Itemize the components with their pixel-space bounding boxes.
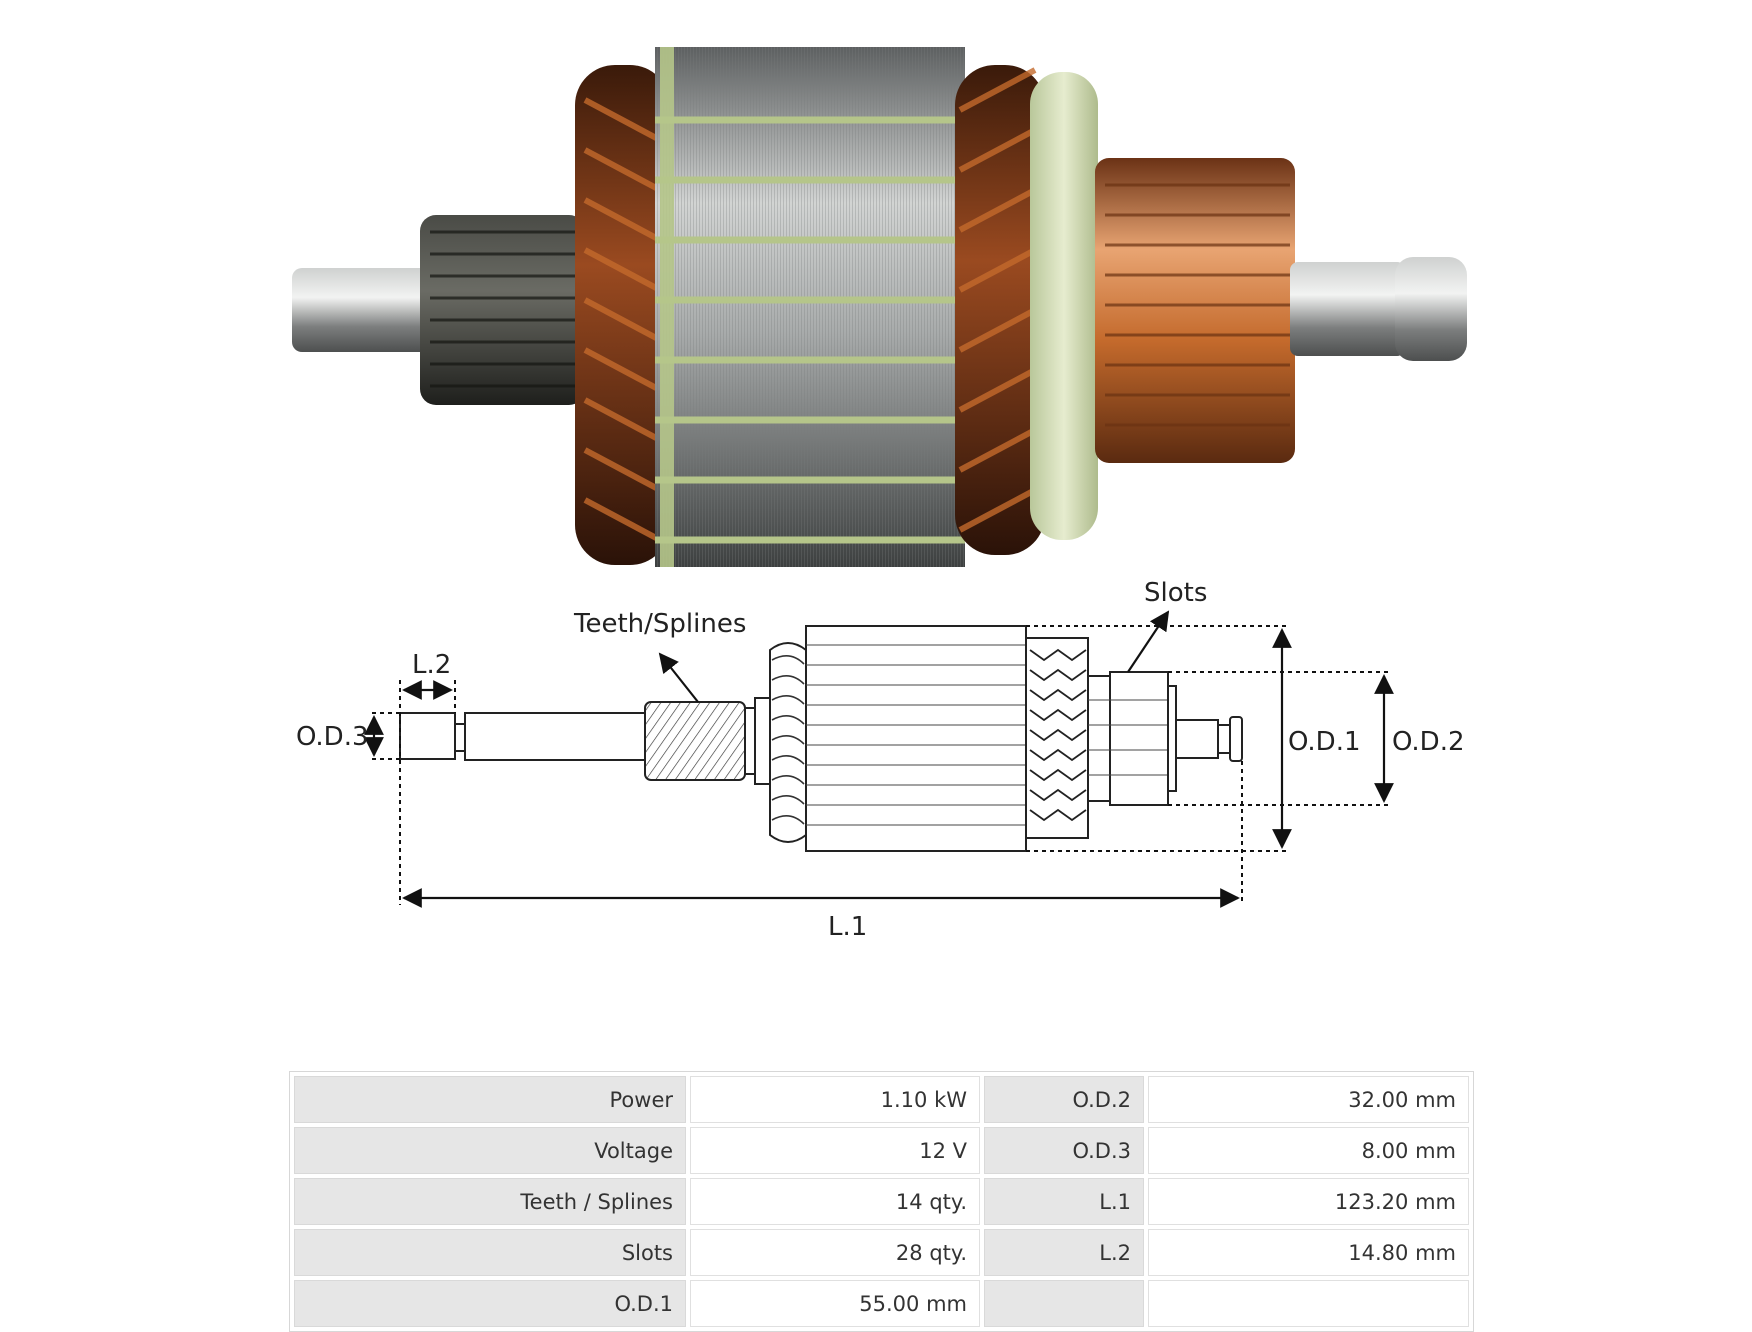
spec-label: L.2 xyxy=(984,1229,1144,1276)
spec-table: Power 1.10 kW O.D.2 32.00 mm Voltage 12 … xyxy=(289,1071,1474,1332)
spec-value: 1.10 kW xyxy=(690,1076,980,1123)
spec-label: Power xyxy=(294,1076,686,1123)
spec-label: O.D.3 xyxy=(984,1127,1144,1174)
table-row: Teeth / Splines 14 qty. L.1 123.20 mm xyxy=(294,1178,1469,1225)
armature-photo xyxy=(292,47,1467,567)
label-od3: O.D.3 xyxy=(296,722,369,752)
spec-value xyxy=(1148,1280,1469,1327)
spec-label: O.D.1 xyxy=(294,1280,686,1327)
slots-leader xyxy=(1127,610,1170,673)
spec-label xyxy=(984,1280,1144,1327)
label-l2: L.2 xyxy=(412,650,451,680)
spec-label: L.1 xyxy=(984,1178,1144,1225)
table-row: O.D.1 55.00 mm xyxy=(294,1280,1469,1327)
spec-label: O.D.2 xyxy=(984,1076,1144,1123)
spec-label: Slots xyxy=(294,1229,686,1276)
spec-value: 28 qty. xyxy=(690,1229,980,1276)
label-od2: O.D.2 xyxy=(1392,727,1465,757)
spec-value: 123.20 mm xyxy=(1148,1178,1469,1225)
spec-label: Voltage xyxy=(294,1127,686,1174)
spec-value: 14 qty. xyxy=(690,1178,980,1225)
teeth-leader xyxy=(658,652,699,703)
spec-value: 32.00 mm xyxy=(1148,1076,1469,1123)
spec-value: 14.80 mm xyxy=(1148,1229,1469,1276)
spec-value: 8.00 mm xyxy=(1148,1127,1469,1174)
label-od1: O.D.1 xyxy=(1288,727,1361,757)
table-row: Slots 28 qty. L.2 14.80 mm xyxy=(294,1229,1469,1276)
armature-outline xyxy=(399,625,1243,852)
spec-value: 12 V xyxy=(690,1127,980,1174)
spec-value: 55.00 mm xyxy=(690,1280,980,1327)
table-row: Voltage 12 V O.D.3 8.00 mm xyxy=(294,1127,1469,1174)
spec-label: Teeth / Splines xyxy=(294,1178,686,1225)
label-slots: Slots xyxy=(1144,578,1207,608)
label-teeth-splines: Teeth/Splines xyxy=(573,609,746,639)
label-l1: L.1 xyxy=(828,912,867,942)
table-row: Power 1.10 kW O.D.2 32.00 mm xyxy=(294,1076,1469,1123)
